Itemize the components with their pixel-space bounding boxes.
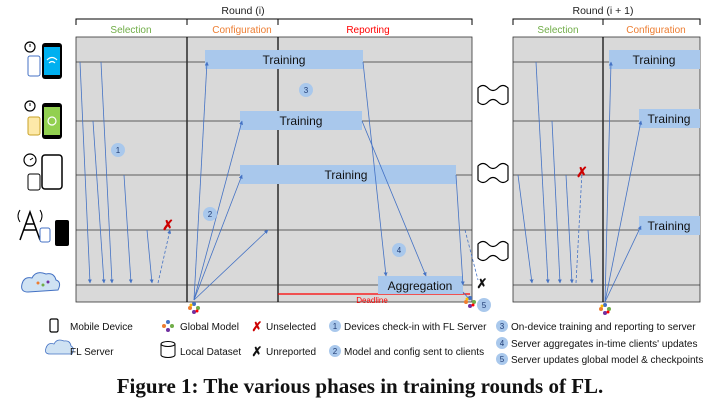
training-bar-device-1: [205, 50, 363, 69]
legend-unreported: ✗ Unreported: [252, 344, 316, 359]
training-bar-next-2: [639, 109, 700, 128]
next-unselected-arrow: [575, 171, 583, 284]
step-2-badge: 2: [203, 207, 217, 221]
step-1-badge: 1: [111, 143, 125, 157]
next-check-in-arrows: [517, 61, 594, 284]
phase-configuration-label: Configuration: [212, 25, 271, 36]
round-i1-title: Round (i + 1): [573, 5, 634, 17]
svg-text:3: 3: [304, 86, 309, 95]
step-5-badge: 5: [477, 298, 491, 312]
global-model-icon: [464, 296, 476, 308]
unselected-check-in-arrow: [157, 229, 172, 284]
training-bar-label: Training: [648, 112, 691, 126]
svg-text:1: 1: [116, 146, 121, 155]
svg-text:Server updates global model &: Server updates global model & checkpoint…: [511, 355, 703, 366]
fl-server-icon: [45, 339, 74, 355]
fl-server-cloud-icon: [21, 272, 61, 293]
global-model-icon: [162, 320, 174, 332]
unselected-icon: ✗: [252, 319, 263, 334]
phase-reporting-label: Reporting: [346, 25, 389, 36]
training-bar-device-3: [240, 165, 456, 184]
training-bar-label: Training: [633, 53, 676, 67]
svg-text:Devices check-in with FL Serve: Devices check-in with FL Server: [344, 322, 487, 333]
phase-selection-label: Selection: [110, 25, 151, 36]
training-bar-device-2: [240, 111, 362, 130]
svg-text:Server aggregates in-time clie: Server aggregates in-time clients' updat…: [511, 339, 697, 350]
device-4-antenna-phone-icon: [17, 209, 69, 246]
aggregation-bar: [378, 276, 463, 294]
phase-configuration-label: Configuration: [626, 25, 685, 36]
svg-text:Global Model: Global Model: [180, 322, 239, 333]
legend-step-1: 1 Devices check-in with FL Server: [329, 320, 487, 333]
step-4-badge: 4: [392, 243, 406, 257]
step-3-badge: 3: [299, 83, 313, 97]
legend-fl-server: FL Server: [45, 339, 114, 358]
svg-text:5: 5: [482, 301, 487, 310]
timeline-break-symbols: [477, 84, 509, 262]
unreported-arrow: [464, 229, 479, 281]
svg-text:Mobile Device: Mobile Device: [70, 322, 133, 333]
svg-text:Unselected: Unselected: [266, 322, 316, 333]
svg-text:2: 2: [333, 347, 338, 356]
svg-text:5: 5: [500, 355, 505, 364]
legend-local-dataset: Local Dataset: [160, 341, 241, 358]
reporting-arrows: [361, 61, 465, 286]
legend-step-2: 2 Model and config sent to clients: [329, 345, 484, 358]
local-dataset-icon: [160, 341, 176, 358]
training-bar-label: Training: [648, 219, 691, 233]
training-bar-next-1: [609, 50, 700, 69]
svg-text:4: 4: [397, 246, 402, 255]
round-i-title: Round (i): [221, 5, 264, 17]
phase-selection-label: Selection: [537, 25, 578, 36]
legend-unselected: ✗ Unselected: [252, 319, 316, 334]
next-model-config-arrows: [604, 61, 643, 303]
figure-caption: Figure 1: The various phases in training…: [116, 374, 604, 398]
fl-round-diagram: Round (i) Selection Configuration Report…: [17, 5, 703, 366]
svg-text:1: 1: [333, 322, 338, 331]
round-i1-bracket: [512, 18, 701, 25]
training-bar-label: Training: [325, 168, 368, 182]
legend: Mobile Device FL Server Global Model Loc…: [45, 318, 703, 366]
svg-text:Local Dataset: Local Dataset: [180, 347, 241, 358]
device-2-phone-icon: [24, 100, 62, 139]
legend-mobile-device: Mobile Device: [49, 318, 133, 333]
training-bar-label: Training: [263, 53, 306, 67]
deadline-label: Deadline: [356, 296, 388, 305]
svg-text:On-device training and reporti: On-device training and reporting to serv…: [511, 322, 696, 333]
unselected-mark-icon: ✗: [576, 164, 588, 180]
svg-text:4: 4: [500, 339, 505, 348]
svg-text:2: 2: [208, 210, 213, 219]
check-in-arrows: [79, 61, 154, 284]
svg-text:Model and config sent to clien: Model and config sent to clients: [344, 347, 484, 358]
svg-text:FL Server: FL Server: [70, 347, 114, 358]
training-bar-label: Training: [280, 114, 323, 128]
unreported-mark-icon: ✗: [477, 276, 488, 291]
training-bar-next-3: [639, 216, 700, 235]
global-model-icon: [188, 302, 200, 314]
legend-global-model: Global Model: [162, 320, 239, 333]
aggregation-label: Aggregation: [388, 279, 453, 293]
legend-step-5: 5 Server updates global model & checkpoi…: [496, 353, 703, 366]
model-config-arrows: [193, 61, 269, 301]
mobile-device-icon: [49, 318, 59, 333]
legend-step-3: 3 On-device training and reporting to se…: [496, 320, 696, 333]
global-model-icon: [599, 303, 611, 315]
svg-text:3: 3: [500, 322, 505, 331]
unselected-mark-icon: ✗: [162, 217, 174, 233]
legend-step-4: 4 Server aggregates in-time clients' upd…: [496, 337, 697, 350]
round-i1-panel: [512, 36, 701, 303]
device-1-phone-icon: [24, 41, 62, 79]
round-i-bracket: [75, 18, 473, 25]
device-3-phone-icon: [23, 153, 63, 191]
svg-text:Unreported: Unreported: [266, 347, 316, 358]
unreported-icon: ✗: [252, 344, 263, 359]
